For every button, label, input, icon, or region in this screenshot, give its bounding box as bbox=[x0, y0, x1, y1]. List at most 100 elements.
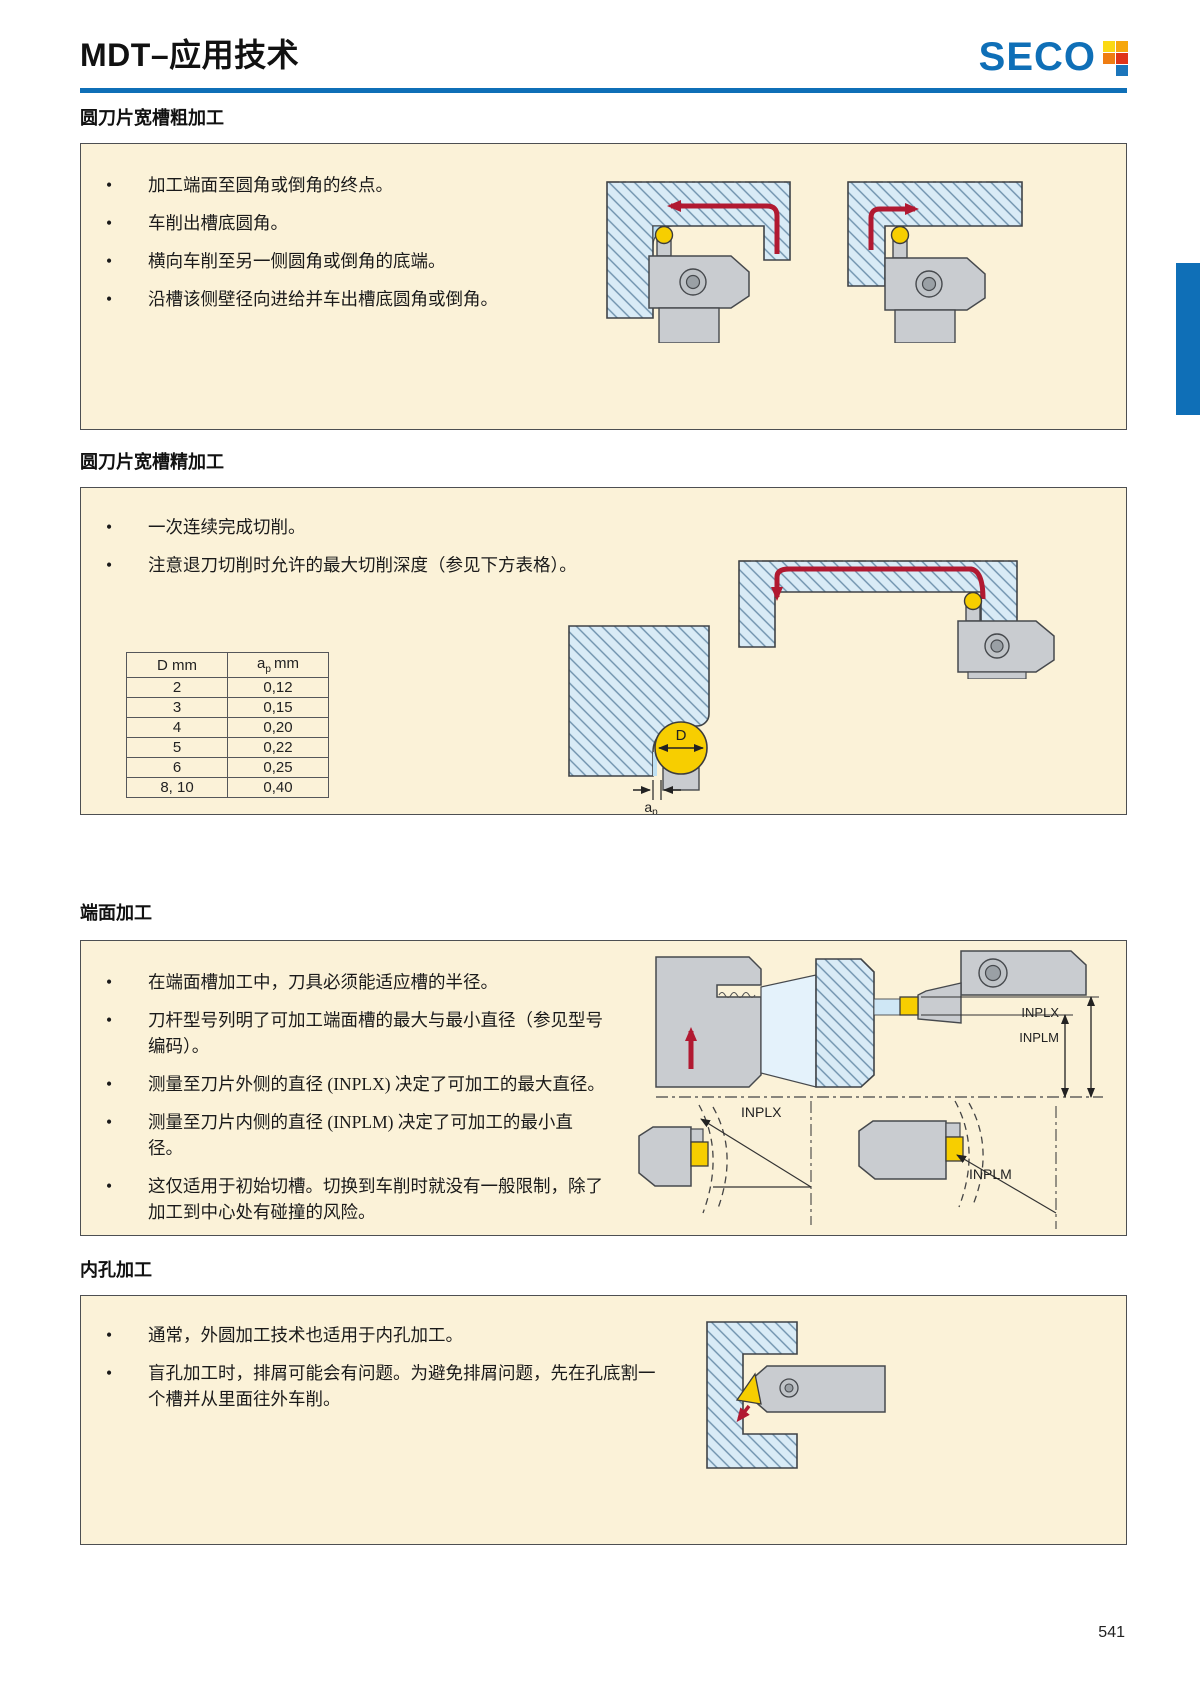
diagram-rough-grooving-left bbox=[606, 181, 791, 343]
feed-arrow bbox=[868, 203, 919, 250]
insert bbox=[690, 1141, 709, 1167]
bullet-item: •测量至刀片内侧的直径 (INPLM) 决定了可加工的最小直径。 bbox=[106, 1109, 606, 1161]
logo-square bbox=[1116, 53, 1128, 64]
cell-d: 4 bbox=[126, 717, 228, 738]
groove-arc bbox=[712, 1106, 728, 1212]
bullet-text: 刀杆型号列明了可加工端面槽的最大与最小直径（参见型号编码）。 bbox=[148, 1010, 603, 1056]
cell-d: 2 bbox=[126, 677, 228, 698]
section-heading-finish-grooving: 圆刀片宽槽精加工 bbox=[80, 452, 224, 472]
feed-arrow bbox=[771, 566, 986, 601]
label-inplx: INPLX bbox=[1021, 1005, 1059, 1020]
logo-square bbox=[1103, 53, 1115, 64]
insert-clamp bbox=[945, 1122, 961, 1138]
bullet-marker: • bbox=[106, 289, 113, 309]
bullet-item: •注意退刀切削时允许的最大切削深度（参见下方表格）。 bbox=[106, 552, 686, 578]
bullet-text: 盲孔加工时，排屑可能会有问题。为避免排屑问题，先在孔底割一个槽并从里面往外车削。 bbox=[148, 1363, 656, 1409]
feed-arrow bbox=[736, 1404, 751, 1423]
cell-ap: 0,22 bbox=[227, 737, 329, 758]
section-heading-face-grooving: 端面加工 bbox=[80, 903, 152, 923]
logo-square bbox=[1116, 65, 1128, 76]
logo-square bbox=[1103, 41, 1115, 52]
toolholder bbox=[957, 600, 1055, 679]
bullet-item: • 一次连续完成切削。 bbox=[106, 514, 686, 540]
bullet-item: •在端面槽加工中，刀具必须能适应槽的半径。 bbox=[106, 969, 606, 995]
bullet-marker: • bbox=[106, 213, 113, 233]
bullet-item: •车削出槽底圆角。 bbox=[106, 210, 626, 236]
groove-arc bbox=[968, 1102, 984, 1206]
ap-unit: mm bbox=[273, 655, 299, 672]
workpiece bbox=[706, 1321, 798, 1469]
bullet-text: 一次连续完成切削。 bbox=[148, 517, 306, 537]
bullet-text: 通常，外圆加工技术也适用于内孔加工。 bbox=[148, 1325, 463, 1345]
bullet-item: •通常，外圆加工技术也适用于内孔加工。 bbox=[106, 1322, 666, 1348]
cell-ap: 0,40 bbox=[227, 777, 329, 798]
seco-logo: SECO bbox=[978, 35, 1128, 79]
diagram-inplm-arc: INPLM bbox=[858, 1100, 1057, 1229]
logo-square bbox=[1103, 65, 1115, 76]
diagram-face-grooving-section: INPLX INPLM bbox=[655, 950, 1103, 1098]
cell-ap: 0,12 bbox=[227, 677, 329, 698]
feed-arrow bbox=[667, 200, 780, 254]
groove-arc bbox=[698, 1104, 714, 1214]
page-number: 541 bbox=[1098, 1624, 1125, 1641]
bullet-item: •刀杆型号列明了可加工端面槽的最大与最小直径（参见型号编码）。 bbox=[106, 1007, 606, 1059]
diagram-finish-pass bbox=[738, 560, 1055, 679]
bullet-list: • 一次连续完成切削。 •注意退刀切削时允许的最大切削深度（参见下方表格）。 bbox=[106, 514, 686, 590]
label-inplm: INPLM bbox=[1019, 1030, 1059, 1045]
insert bbox=[735, 1372, 762, 1405]
diagram-internal-boring bbox=[706, 1321, 886, 1469]
page-edge-tab bbox=[1176, 263, 1200, 415]
bullet-item: • 横向车削至另一侧圆角或倒角的底端。 bbox=[106, 248, 626, 274]
bullet-text: 横向车削至另一侧圆角或倒角的底端。 bbox=[148, 251, 446, 271]
label-ap: ap bbox=[644, 799, 658, 814]
bullet-list: •在端面槽加工中，刀具必须能适应槽的半径。 •刀杆型号列明了可加工端面槽的最大与… bbox=[106, 969, 606, 1235]
cell-ap: 0,20 bbox=[227, 717, 329, 738]
bullet-text: 测量至刀片外侧的直径 (INPLX) 决定了可加工的最大直径。 bbox=[148, 1074, 605, 1094]
page-title: MDT–应用技术 bbox=[80, 37, 300, 73]
round-insert bbox=[963, 591, 983, 611]
workpiece-cone bbox=[760, 974, 817, 1088]
bullet-marker: • bbox=[106, 1074, 113, 1094]
label-diameter: D bbox=[676, 727, 687, 744]
section-heading-rough-grooving: 圆刀片宽槽粗加工 bbox=[80, 108, 224, 128]
bullet-item: •盲孔加工时，排屑可能会有问题。为避免排屑问题，先在孔底割一个槽并从里面往外车削… bbox=[106, 1360, 666, 1412]
bullet-text: 这仅适用于初始切槽。切换到车削时就没有一般限制，除了加工到中心处有碰撞的风险。 bbox=[148, 1176, 603, 1222]
round-insert bbox=[890, 225, 910, 245]
panel-face-grooving: •在端面槽加工中，刀具必须能适应槽的半径。 •刀杆型号列明了可加工端面槽的最大与… bbox=[80, 940, 1127, 1236]
panel-finish-grooving: • 一次连续完成切削。 •注意退刀切削时允许的最大切削深度（参见下方表格）。 D … bbox=[80, 487, 1127, 815]
groove-arc bbox=[954, 1100, 970, 1208]
bullet-marker: • bbox=[106, 1176, 113, 1196]
toolholder bbox=[648, 234, 750, 343]
bullet-list: •通常，外圆加工技术也适用于内孔加工。 •盲孔加工时，排屑可能会有问题。为避免排… bbox=[106, 1322, 666, 1424]
bullet-list: •加工端面至圆角或倒角的终点。 •车削出槽底圆角。 •横向车削至另一侧圆角或倒角… bbox=[106, 172, 626, 324]
bullet-marker: • bbox=[106, 555, 113, 575]
seco-logo-text: SECO bbox=[978, 35, 1096, 79]
label-inplm: INPLM bbox=[969, 1166, 1012, 1182]
diagram-rough-grooving-right bbox=[847, 181, 1023, 343]
insert bbox=[899, 996, 919, 1016]
toolholder bbox=[917, 950, 1087, 1024]
bullet-marker: • bbox=[106, 251, 113, 271]
bullet-marker: • bbox=[106, 517, 113, 537]
workpiece-flange bbox=[815, 958, 875, 1088]
insert-clamp bbox=[690, 1128, 704, 1143]
bullet-text: 沿槽该侧壁径向进给并车出槽底圆角或倒角。 bbox=[148, 289, 498, 309]
toolholder bbox=[884, 234, 986, 343]
cell-d: 6 bbox=[126, 757, 228, 778]
toolholder bbox=[858, 1120, 947, 1180]
cell-ap: 0,25 bbox=[227, 757, 329, 778]
bullet-text: 测量至刀片内侧的直径 (INPLM) 决定了可加工的最小直径。 bbox=[148, 1112, 573, 1158]
radius-arrow bbox=[956, 1154, 1057, 1214]
section-heading-internal-machining: 内孔加工 bbox=[80, 1260, 152, 1280]
radius-arrow bbox=[700, 1118, 812, 1188]
